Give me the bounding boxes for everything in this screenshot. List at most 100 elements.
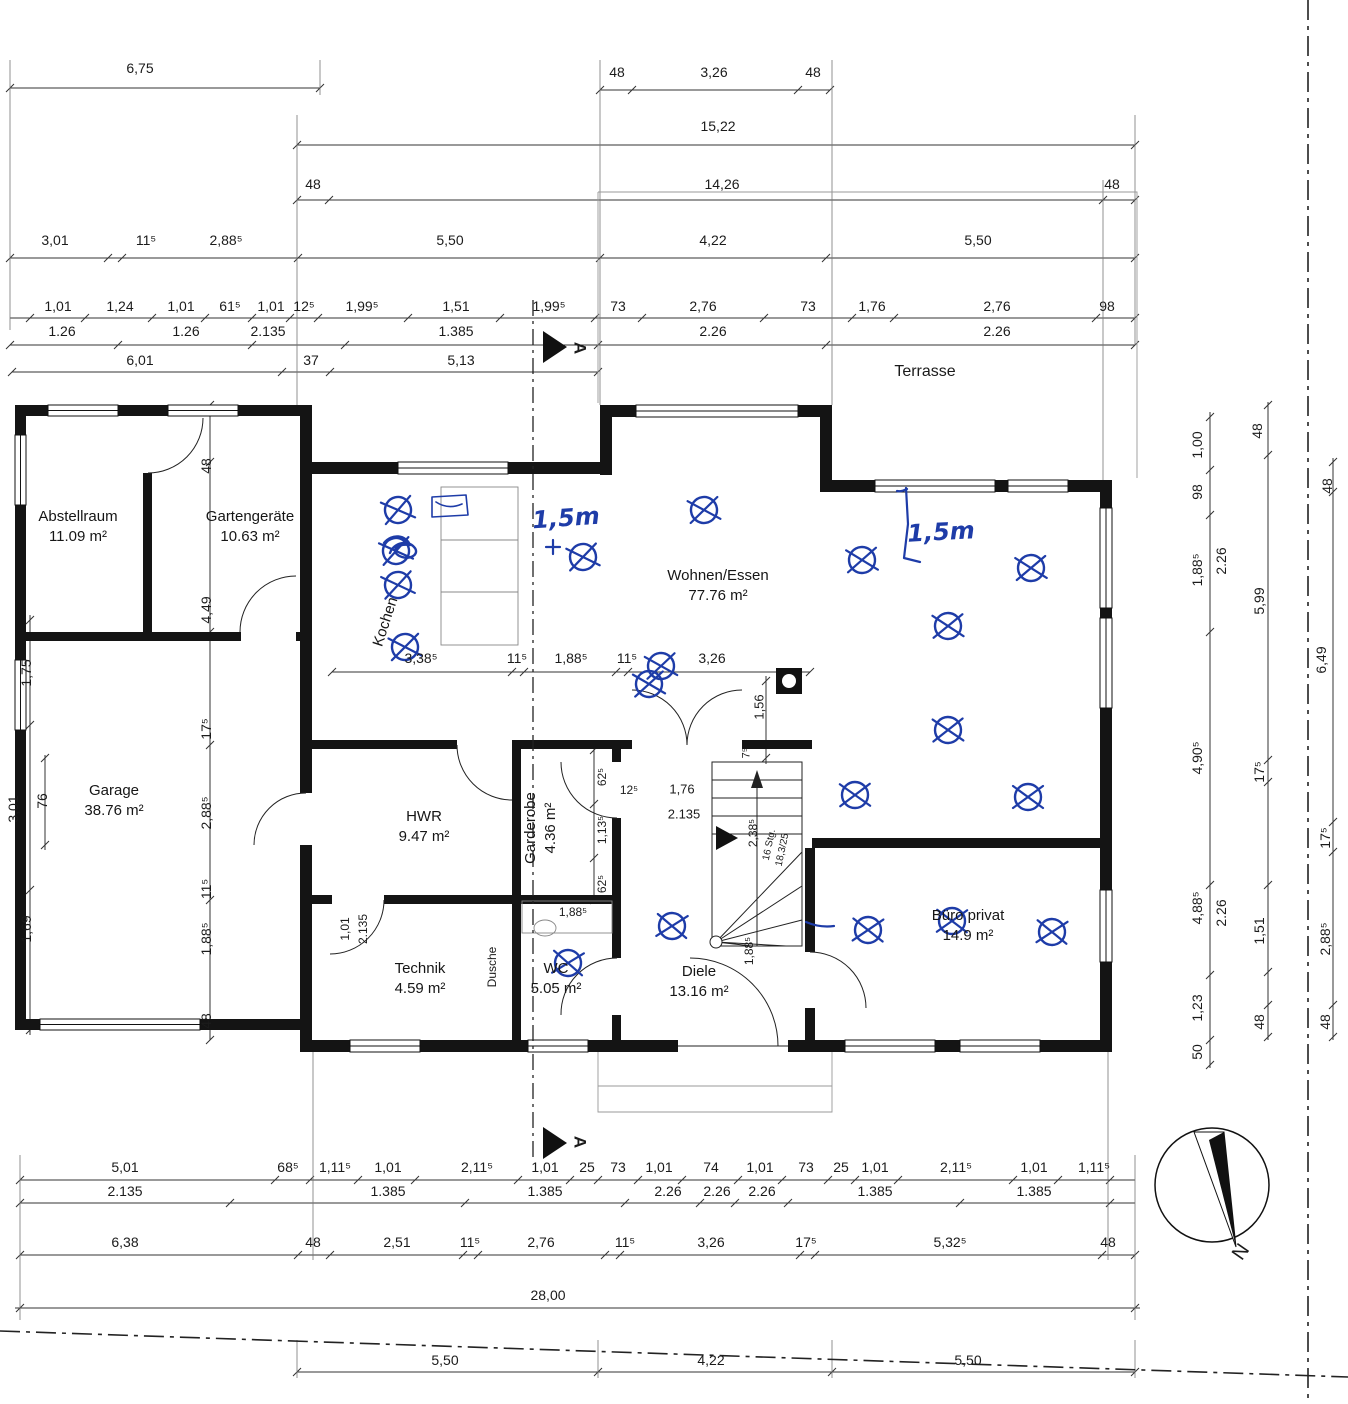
dimension-line <box>589 745 599 905</box>
wall <box>312 740 457 749</box>
wall <box>612 818 621 958</box>
bathroom-fixtures <box>521 900 613 937</box>
wall <box>612 1015 621 1040</box>
window <box>527 1039 589 1053</box>
window <box>1099 507 1113 609</box>
wall <box>742 740 812 749</box>
door-swing <box>456 744 513 801</box>
dimension-line <box>15 1303 1140 1313</box>
stair-start-marker <box>716 826 738 850</box>
dimension-line <box>15 1198 1135 1208</box>
light-symbol <box>1011 782 1045 812</box>
terrace-outline <box>597 191 1138 1113</box>
shower-tray <box>521 900 613 934</box>
window <box>1099 617 1113 709</box>
wall <box>788 1040 1112 1052</box>
light-symbol <box>631 669 667 699</box>
window <box>397 461 509 475</box>
wall <box>512 740 632 749</box>
dimension-line <box>5 340 1140 350</box>
entry-threshold <box>678 1041 788 1051</box>
light-symbol <box>838 780 872 810</box>
dimension-line <box>10 313 1140 323</box>
door-swing <box>686 689 743 746</box>
wall <box>15 632 241 641</box>
section-marker-top <box>543 331 567 363</box>
window <box>844 1039 936 1053</box>
door-swing <box>560 957 618 1016</box>
window <box>47 404 119 417</box>
dimension-line <box>595 85 835 95</box>
light-symbol <box>931 611 965 641</box>
light-symbol <box>935 906 969 936</box>
door-arcs <box>147 417 867 1047</box>
wc-sink <box>533 919 557 937</box>
wall <box>805 1008 815 1040</box>
wall <box>143 473 152 632</box>
dimension-line <box>1205 412 1215 1070</box>
door-swing <box>560 761 618 819</box>
light-symbol <box>655 911 689 941</box>
wall <box>312 895 332 904</box>
light-symbol <box>377 536 415 566</box>
dimension-line <box>15 1175 1135 1185</box>
dimension-line <box>205 400 215 1045</box>
light-symbol <box>931 715 965 745</box>
wall <box>600 405 612 475</box>
ink-sink-sketch <box>431 494 469 518</box>
wall <box>300 405 312 462</box>
section-marker-bottom <box>543 1127 567 1159</box>
dimension-line <box>1263 400 1273 1042</box>
light-symbol <box>851 915 885 945</box>
section-line <box>532 300 567 1162</box>
staircase <box>709 761 803 949</box>
dimension-line <box>292 140 1140 150</box>
ink-dash <box>804 920 836 928</box>
window <box>14 434 27 506</box>
light-symbol <box>387 632 423 662</box>
window <box>959 1039 1041 1053</box>
north-compass <box>1154 1127 1270 1248</box>
dimension-line <box>5 83 325 93</box>
windows <box>14 404 1113 1053</box>
compass-needle-dark-half <box>1209 1132 1236 1247</box>
dimension-line <box>40 753 50 850</box>
window <box>39 1018 201 1031</box>
window <box>1099 889 1113 963</box>
wall <box>15 405 312 416</box>
door-swing <box>631 689 688 746</box>
window <box>874 479 996 493</box>
window <box>167 404 239 417</box>
wall <box>820 405 832 492</box>
dimension-line <box>292 195 1140 205</box>
dimension-line <box>1328 457 1338 1042</box>
light-symbol <box>1014 553 1048 583</box>
ink-bracket <box>895 486 922 564</box>
light-symbol <box>379 494 417 526</box>
window <box>349 1039 421 1053</box>
light-symbol <box>565 542 601 572</box>
handwritten-annotations <box>377 486 1069 978</box>
light-symbol <box>380 570 416 600</box>
fireplace <box>776 668 802 694</box>
wall <box>296 632 312 641</box>
kitchen-counter <box>440 486 519 646</box>
wall <box>512 749 521 1040</box>
wall <box>300 462 312 793</box>
door-swing <box>253 792 307 846</box>
door-swing <box>329 899 385 955</box>
door-swing <box>689 957 779 1047</box>
wall <box>812 838 1112 848</box>
ink-cross-mark <box>544 538 562 556</box>
light-symbol <box>1035 917 1069 947</box>
wall <box>805 848 815 952</box>
dimension-line <box>5 253 1140 263</box>
stair-direction-arrow <box>751 770 763 788</box>
door-swing <box>809 951 867 1009</box>
window <box>1007 479 1069 493</box>
light-symbol <box>643 651 679 681</box>
dimension-line <box>292 1367 1140 1377</box>
dimension-lines <box>5 83 1338 1377</box>
